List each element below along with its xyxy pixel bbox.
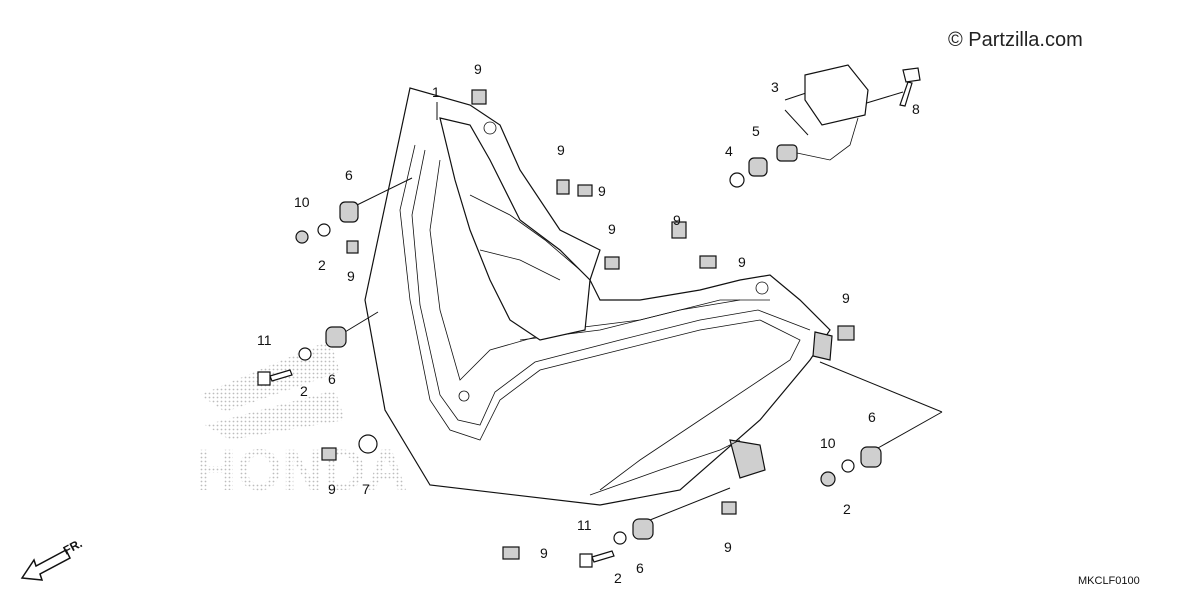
callout-5: 5 xyxy=(752,123,760,139)
callout-labels: 1 2 2 2 2 3 4 5 6 6 6 6 7 8 9 9 9 9 9 9 … xyxy=(257,61,920,586)
clip-9-b xyxy=(577,184,593,197)
clip-9-top xyxy=(471,89,487,105)
callout-9-e: 9 xyxy=(738,254,746,270)
diagram-code: MKCLF0100 xyxy=(1078,575,1140,587)
callout-9-a: 9 xyxy=(557,142,565,158)
callout-10-lower: 10 xyxy=(820,435,836,451)
grommet-6-upper xyxy=(339,201,359,223)
callout-9-lower-left: 9 xyxy=(328,481,336,497)
grommet-6-bottom xyxy=(632,518,654,540)
socket xyxy=(776,144,798,162)
grommet-6-right xyxy=(860,446,882,468)
callout-9-c: 9 xyxy=(608,221,616,237)
clip-9-lower-left xyxy=(321,447,337,461)
front-direction-indicator: FR. xyxy=(20,536,84,581)
callout-11-upper: 11 xyxy=(257,332,272,348)
nut-10-lower xyxy=(820,471,836,487)
callout-8: 8 xyxy=(912,101,920,117)
clip-9-bottom xyxy=(721,501,737,515)
grommet-5 xyxy=(748,157,768,177)
bulb-cover-3 xyxy=(804,64,869,126)
clip-9-e xyxy=(699,255,717,269)
collar-2-lower xyxy=(298,347,312,361)
clip-9-right xyxy=(837,325,855,341)
callout-9-b: 9 xyxy=(598,183,606,199)
callout-9-d: 9 xyxy=(673,212,681,228)
callout-9-bottom: 9 xyxy=(724,539,732,555)
collar-2-right xyxy=(841,459,855,473)
collar-4 xyxy=(729,172,745,188)
copyright-text: © Partzilla.com xyxy=(948,29,1083,51)
bolt-11-lower xyxy=(579,550,615,568)
callout-6-bottom: 6 xyxy=(636,560,644,576)
clip-9-d xyxy=(671,221,687,239)
fasteners xyxy=(257,64,921,568)
callout-6-right: 6 xyxy=(868,409,876,425)
callout-2-upper: 2 xyxy=(318,257,326,273)
clip-9-bottom-left xyxy=(502,546,520,560)
callout-10-upper: 10 xyxy=(294,194,310,210)
callout-4: 4 xyxy=(725,143,733,159)
callout-7: 7 xyxy=(362,481,370,497)
callout-9-left: 9 xyxy=(347,268,355,284)
clip-9-c xyxy=(604,256,620,270)
bolt-11-upper xyxy=(257,369,293,386)
front-arrow-icon xyxy=(20,548,71,581)
callout-2-lower: 2 xyxy=(300,383,308,399)
clip-9-a xyxy=(556,179,570,195)
bolt-8 xyxy=(899,67,921,107)
clip-9-left xyxy=(346,240,359,254)
callout-9-right: 9 xyxy=(842,290,850,306)
callout-9-top: 9 xyxy=(474,61,482,77)
callout-3: 3 xyxy=(771,79,779,95)
callout-2-bottom: 2 xyxy=(614,570,622,586)
callout-6-upper: 6 xyxy=(345,167,353,183)
callout-6-lower: 6 xyxy=(328,371,336,387)
collar-2-upper xyxy=(317,223,331,237)
grommet-6-lower xyxy=(325,326,347,348)
callout-11-lower: 11 xyxy=(577,517,592,533)
collar-2-bottom xyxy=(613,531,627,545)
callout-2-right: 2 xyxy=(843,501,851,517)
honda-watermark: HONDA xyxy=(195,340,408,503)
grommet-7 xyxy=(358,434,378,454)
callout-1: 1 xyxy=(432,84,440,100)
harness-wire xyxy=(796,117,859,161)
callout-9-bottom-left: 9 xyxy=(540,545,548,561)
nut-10-upper xyxy=(295,230,309,244)
headlight-assembly xyxy=(364,87,833,506)
